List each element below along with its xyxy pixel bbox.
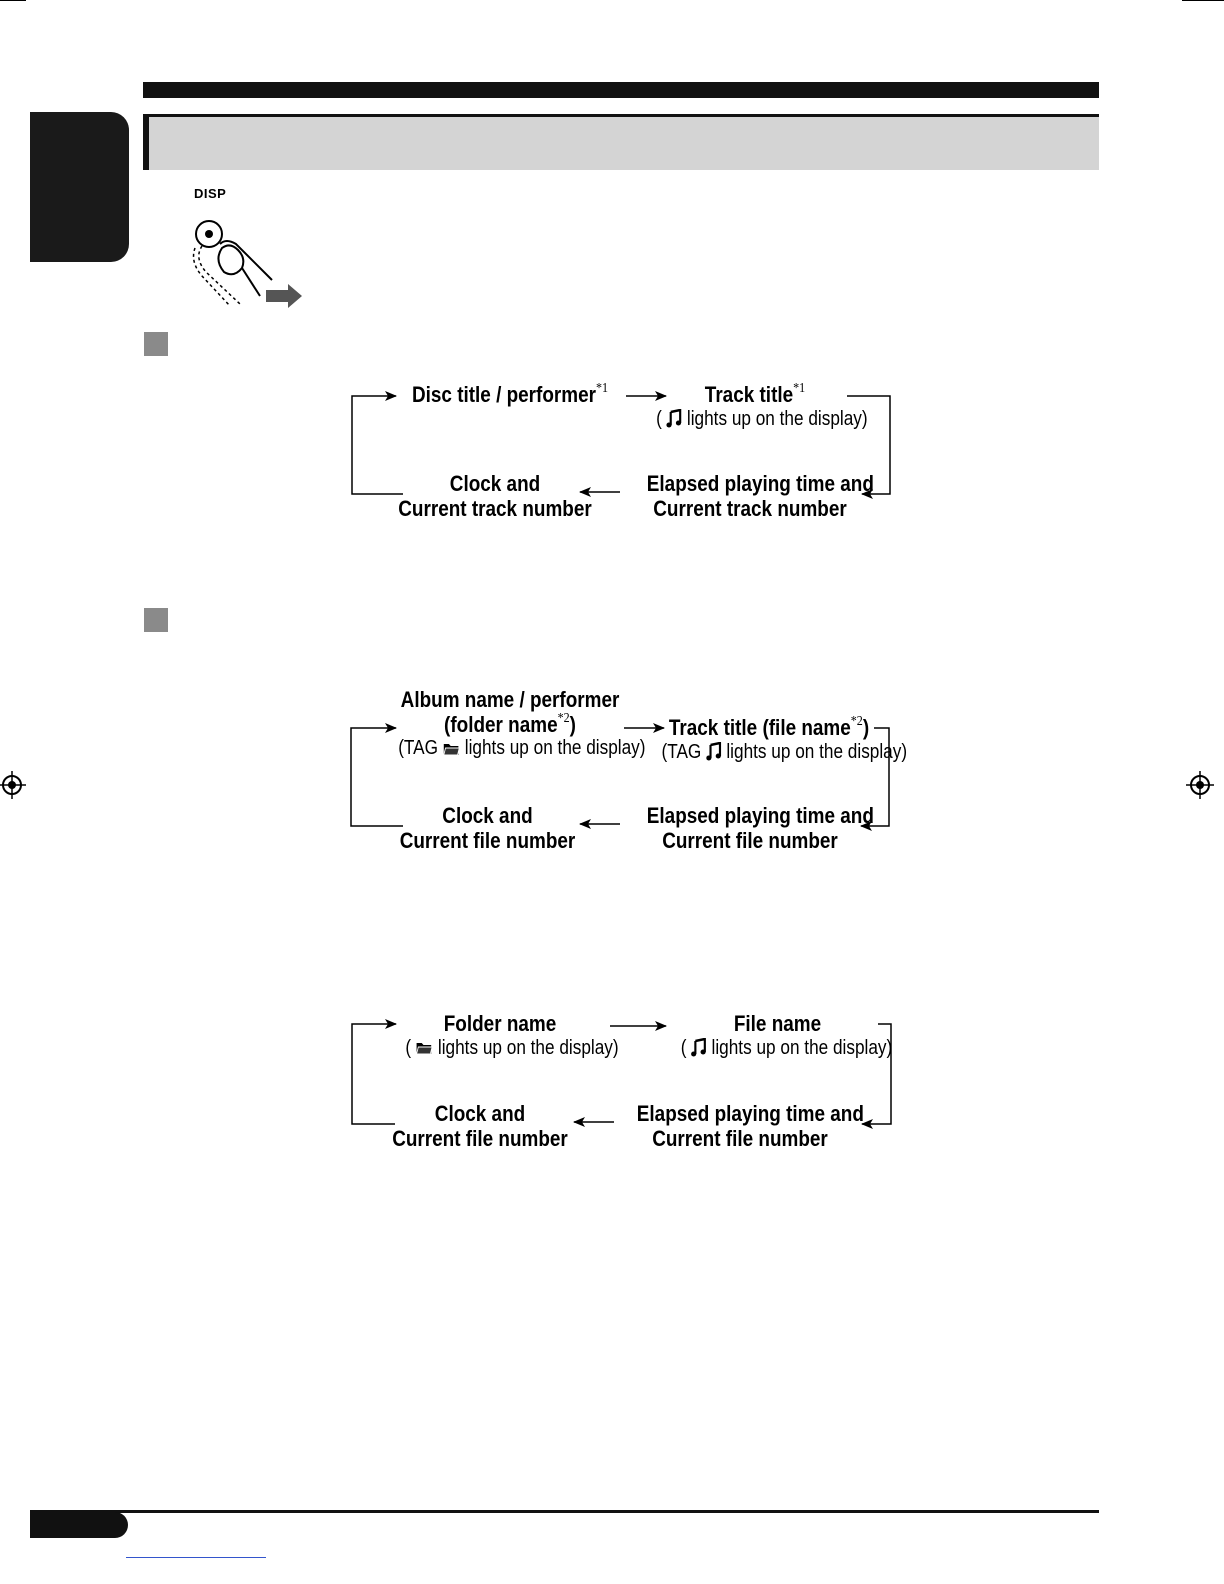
node-clock: Clock and Current file number	[399, 803, 576, 853]
music-note-icon	[666, 409, 682, 428]
section-bullet-mp3	[144, 608, 168, 632]
node-track-title: Track title*1 ( lights up on the display…	[656, 381, 868, 430]
node-track-title-file: Track title (file name*2) (TAG lights up…	[661, 714, 908, 763]
registration-mark-right-icon	[1186, 771, 1214, 799]
cycle-arrows	[351, 391, 891, 499]
cycle-arrows	[350, 723, 890, 831]
finger-press-icon	[192, 220, 302, 308]
section-title-band	[143, 114, 1099, 170]
node-file-name: File name ( lights up on the display)	[680, 1011, 893, 1059]
node-clock: Clock and Current track number	[398, 471, 592, 521]
node-elapsed-time: Elapsed playing time and Current track n…	[646, 471, 874, 521]
language-side-tab	[30, 112, 129, 262]
footer-link-underline	[126, 1557, 266, 1558]
folder-icon	[416, 1043, 433, 1055]
node-elapsed-time: Elapsed playing time and Current file nu…	[636, 1101, 864, 1151]
folder-icon	[443, 743, 460, 756]
display-cycle-diagram-folder: Folder name ( lights up on the display) …	[340, 1010, 900, 1170]
registration-mark-left-icon	[0, 771, 26, 799]
music-note-icon	[691, 1038, 707, 1057]
crop-mark-top-right	[1182, 0, 1224, 1]
section-bullet-cd	[144, 332, 168, 356]
music-note-icon	[706, 742, 721, 761]
node-album-name: Album name / performer (folder name*2) (…	[398, 687, 646, 760]
page-number-tab	[30, 1512, 128, 1538]
display-cycle-diagram-tag: Album name / performer (folder name*2) (…	[340, 686, 908, 866]
node-disc-title: Disc title / performer*1	[411, 381, 609, 407]
cycle-arrows	[351, 1019, 892, 1129]
crop-mark-top-left	[0, 0, 26, 1]
node-folder-name: Folder name ( lights up on the display)	[405, 1011, 619, 1059]
footer-rule	[30, 1510, 1099, 1513]
disp-button-label: DISP	[194, 186, 227, 201]
display-cycle-diagram-cd: Disc title / performer*1 Track title*1 (…	[340, 378, 900, 538]
node-clock: Clock and Current file number	[392, 1101, 568, 1151]
header-bar	[143, 82, 1099, 98]
node-elapsed-time: Elapsed playing time and Current file nu…	[646, 803, 874, 853]
